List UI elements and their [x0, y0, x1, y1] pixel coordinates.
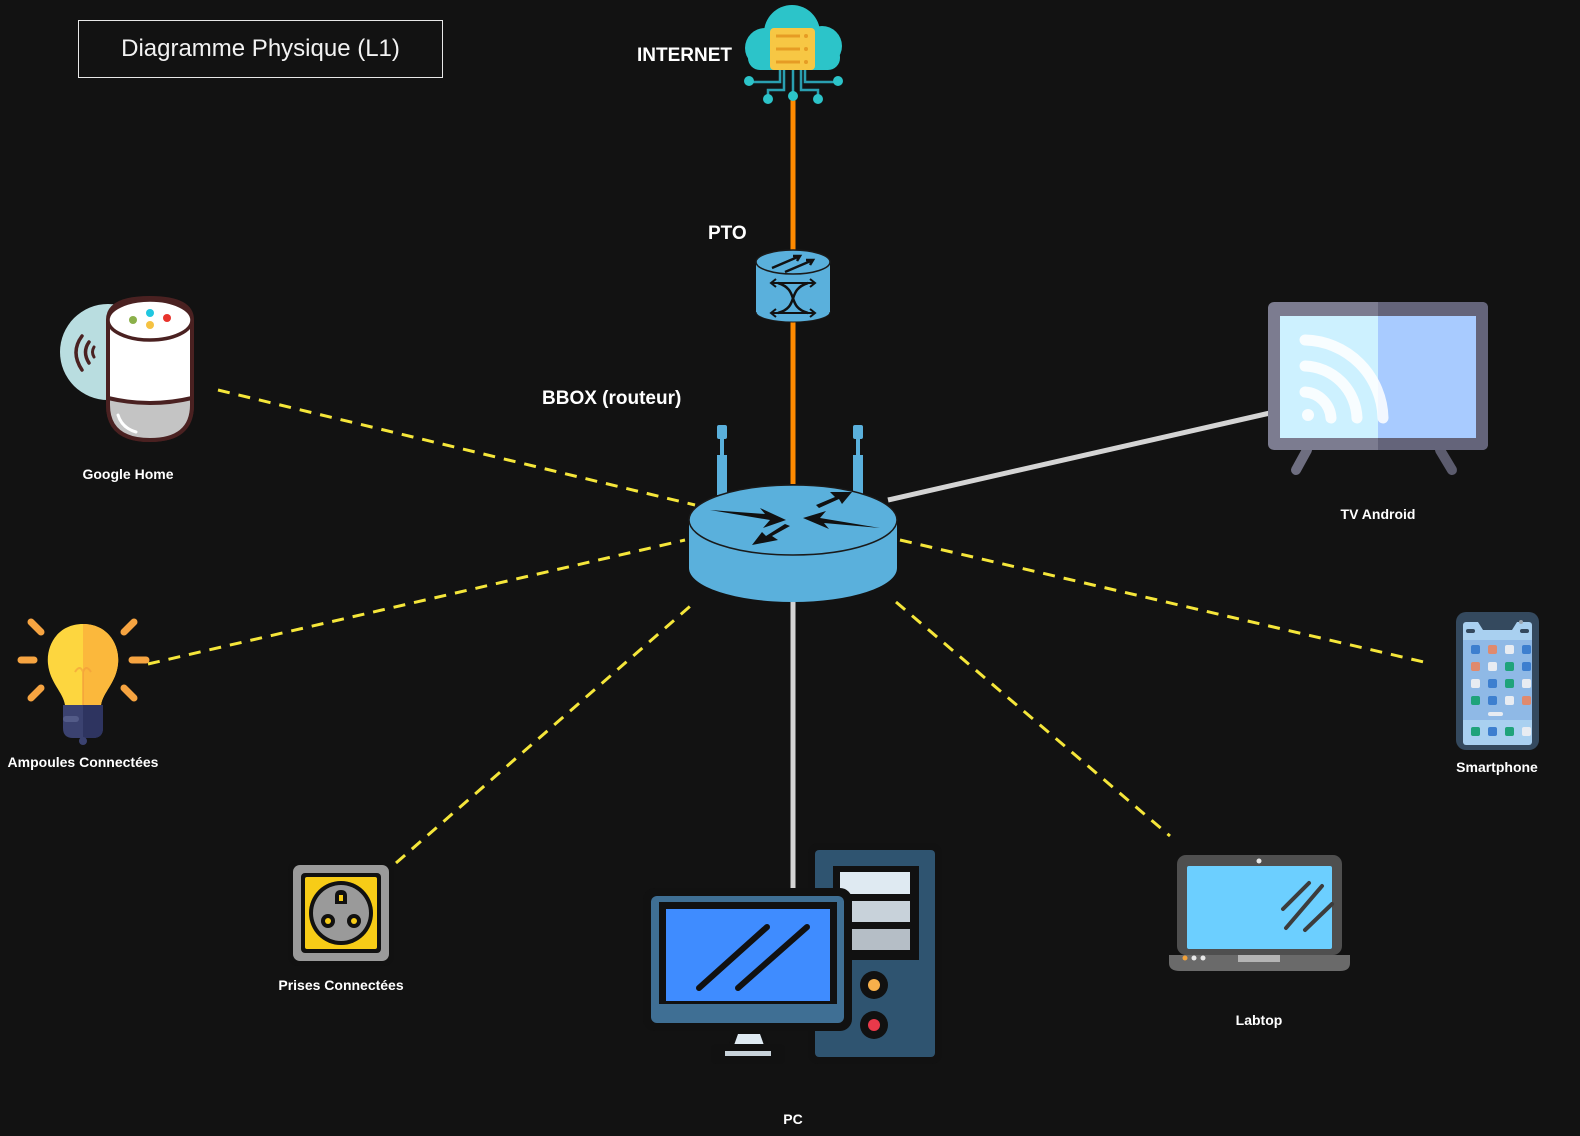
- link-router-plugs: [395, 600, 696, 865]
- app-icon: [1471, 696, 1480, 705]
- app-icon: [1522, 679, 1531, 688]
- app-icon: [1488, 662, 1497, 671]
- app-icon: [1471, 662, 1480, 671]
- link-router-laptop: [895, 600, 1171, 838]
- smart-speaker-icon[interactable]: [60, 295, 194, 443]
- app-icon: [1522, 662, 1531, 671]
- power-socket-icon[interactable]: [288, 860, 394, 966]
- app-icon: [1471, 645, 1480, 654]
- pc-label: PC: [783, 1111, 803, 1127]
- laptop-label: Labtop: [1235, 1012, 1283, 1028]
- google-home-label: Google Home: [82, 466, 174, 482]
- app-icon: [1505, 662, 1514, 671]
- router-label: BBOX (routeur): [542, 388, 682, 409]
- app-icon: [1505, 696, 1514, 705]
- dock-app-icon: [1522, 727, 1531, 736]
- bulbs-label: Ampoules Connectées: [7, 754, 159, 770]
- internet-label: INTERNET: [637, 45, 732, 66]
- link-router-tv: [887, 410, 1271, 503]
- smartphone-label: Smartphone: [1456, 759, 1538, 775]
- smart-tv-icon[interactable]: [1268, 302, 1488, 475]
- app-icon: [1505, 645, 1514, 654]
- router-icon[interactable]: [688, 425, 898, 602]
- link-router-google-home: [217, 388, 696, 507]
- links: [147, 95, 1429, 888]
- dock-app-icon: [1505, 727, 1514, 736]
- tv-label: TV Android: [1340, 506, 1416, 522]
- link-router-smartphone: [899, 538, 1429, 665]
- app-icon: [1488, 645, 1497, 654]
- app-icon: [1505, 679, 1514, 688]
- plugs-label: Prises Connectées: [278, 977, 404, 993]
- app-icon: [1488, 679, 1497, 688]
- app-icon: [1488, 696, 1497, 705]
- link-router-bulbs: [147, 538, 686, 666]
- app-icon: [1471, 679, 1480, 688]
- dock-app-icon: [1471, 727, 1480, 736]
- light-bulb-icon[interactable]: [17, 618, 150, 745]
- optical-switch-icon[interactable]: [755, 249, 831, 323]
- cloud-server-icon[interactable]: [744, 5, 843, 104]
- laptop-icon[interactable]: [1169, 855, 1350, 971]
- app-icon: [1522, 696, 1531, 705]
- pto-label: PTO: [708, 223, 747, 244]
- smartphone-icon[interactable]: [1456, 612, 1539, 750]
- diagram-title: Diagramme Physique (L1): [78, 20, 443, 78]
- dock-app-icon: [1488, 727, 1497, 736]
- desktop-computer-icon[interactable]: [643, 843, 942, 1064]
- app-icon: [1522, 645, 1531, 654]
